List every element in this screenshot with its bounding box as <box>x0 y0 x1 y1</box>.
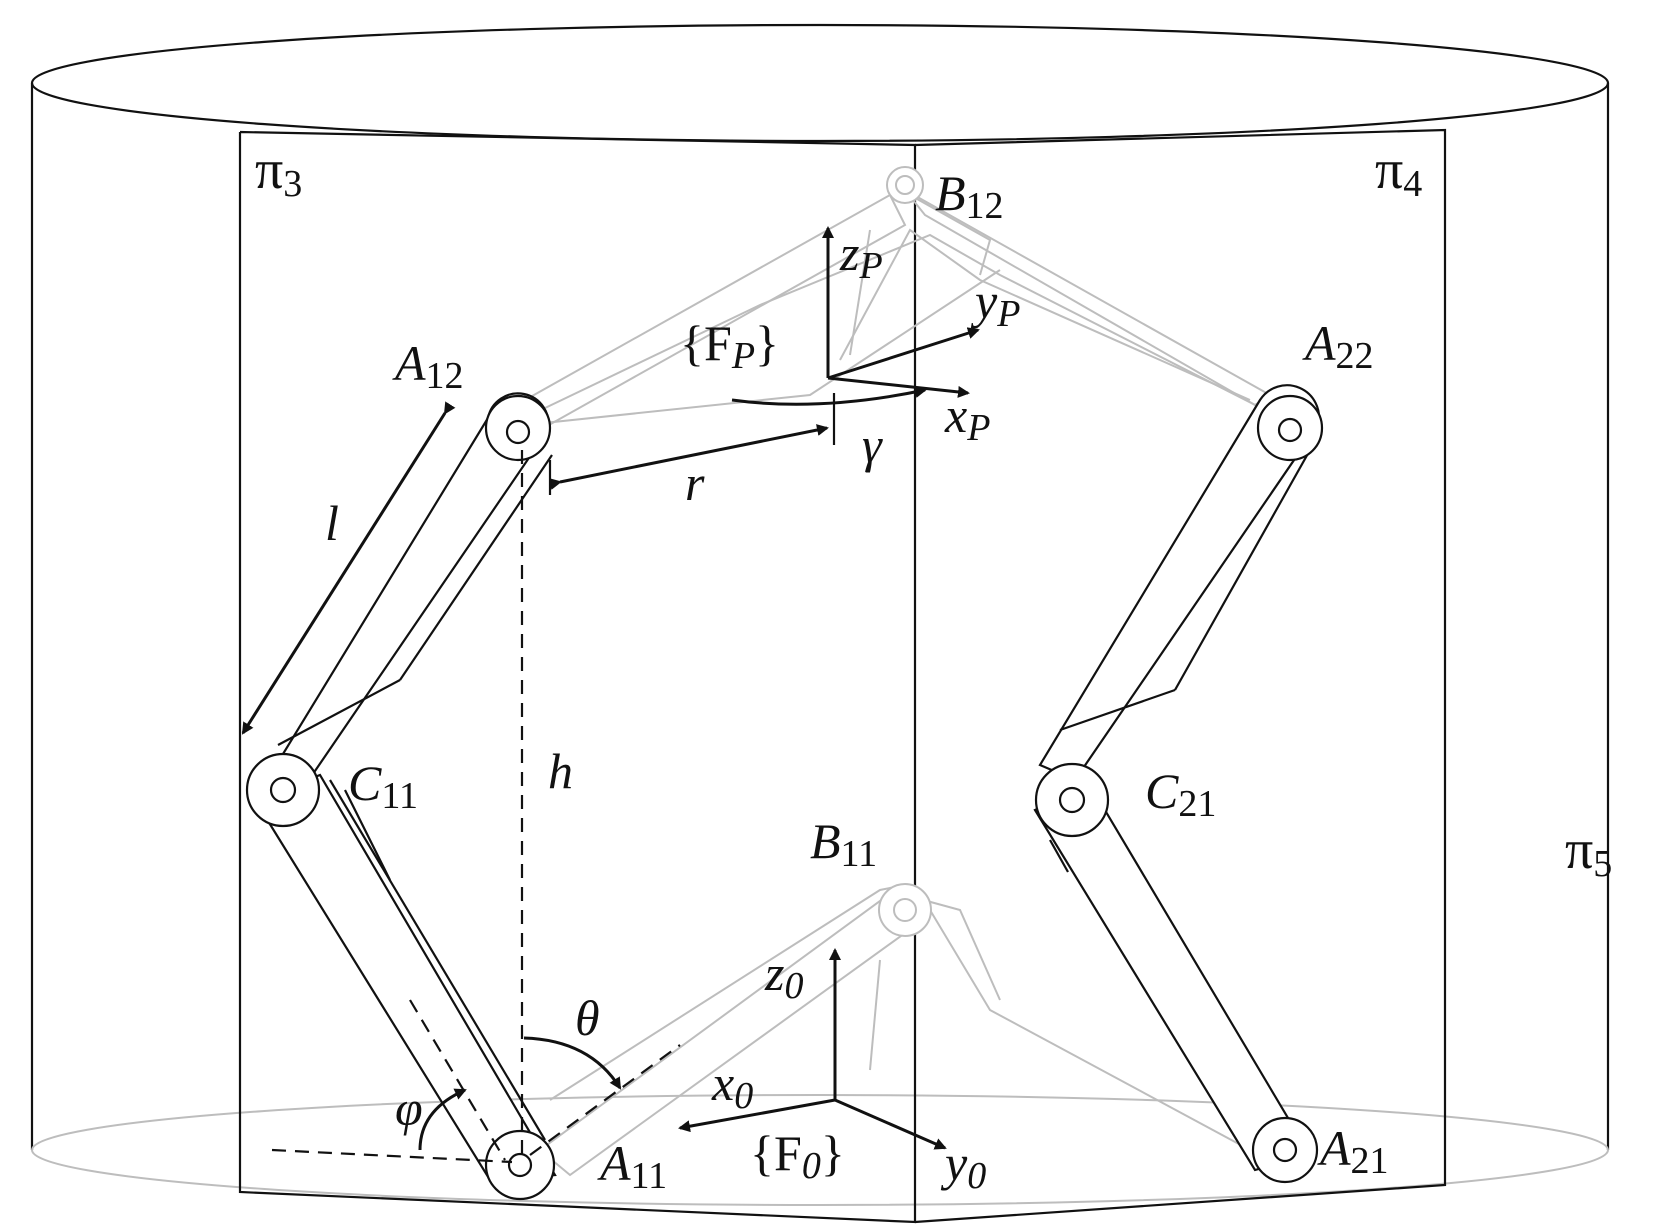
A12-pin <box>484 394 552 462</box>
right-lower-arm-edge <box>1049 839 1069 873</box>
label-y0: y0 <box>940 1135 986 1197</box>
C11-pin-hole <box>269 776 297 804</box>
label-A22: A22 <box>1302 315 1374 377</box>
label-B12: B12 <box>935 165 1004 227</box>
label-r: r <box>685 455 705 511</box>
x0-axis <box>678 1098 836 1133</box>
xP-axis <box>827 376 970 398</box>
label-frame-base: {F0} <box>750 1125 845 1187</box>
right-upper-arm-edge2 <box>1174 449 1311 691</box>
left-lower-arm-slot <box>344 789 391 881</box>
label-pi3: π3 <box>255 139 302 205</box>
ghost-B11-pin <box>878 883 932 937</box>
angle-phi-arc <box>418 1088 467 1151</box>
angle-gamma-arc <box>731 386 927 406</box>
plane-pi4-outline <box>914 128 1447 1224</box>
A12-pin-hole <box>505 419 531 445</box>
C11-pin <box>245 752 321 828</box>
yP-axis <box>827 327 980 380</box>
A21-pin <box>1251 1116 1319 1184</box>
label-B11: B11 <box>810 813 877 875</box>
label-x0: x0 <box>711 1055 753 1117</box>
cylinder <box>30 23 1610 1206</box>
frame-platform-axes <box>822 226 980 398</box>
right-leg <box>1033 384 1324 1184</box>
dim-theta-dashed <box>529 1044 681 1156</box>
ghost-B11-pin-hole <box>893 898 917 922</box>
label-theta: θ <box>575 990 600 1046</box>
cylinder-bottom-ellipse-front <box>31 1149 1609 1206</box>
ghost-platform-a <box>519 233 1266 421</box>
right-lower-arm <box>1033 783 1312 1172</box>
planes <box>238 128 1447 1224</box>
ghost-platform-c <box>839 228 1251 401</box>
label-pi5: π5 <box>1565 819 1612 885</box>
C21-pin <box>1034 762 1110 838</box>
label-C21: C21 <box>1145 763 1216 825</box>
dim-phi-dashed-slant <box>409 999 506 1161</box>
cylinder-top-ellipse <box>30 23 1610 143</box>
label-C11: C11 <box>348 755 418 817</box>
label-pi4: π4 <box>1375 139 1422 205</box>
ghost-upper-tri <box>909 194 992 276</box>
cylinder-bottom-ellipse-back <box>31 1094 1609 1151</box>
ghost-upper-link <box>849 229 871 356</box>
label-A21: A21 <box>1317 1120 1389 1182</box>
ghost-lower-link <box>869 959 881 1071</box>
A11-pin <box>484 1129 556 1201</box>
dim-r-arrow <box>549 424 829 490</box>
label-zP: zP <box>839 225 883 287</box>
ghost-B12-pin-hole <box>895 175 915 195</box>
label-gamma: γ <box>862 417 883 473</box>
ghost-platform-b <box>524 269 1001 426</box>
C21-pin-hole <box>1058 786 1086 814</box>
ghost-base-a <box>929 909 1251 1151</box>
label-xP: xP <box>944 387 990 449</box>
A11-pin-hole <box>507 1152 533 1178</box>
ghost-B12-pin <box>886 166 924 204</box>
ghost-upper-structure <box>519 166 1272 432</box>
y0-axis <box>834 1098 947 1150</box>
label-A12: A12 <box>392 335 464 397</box>
label-h: h <box>548 743 573 799</box>
left-lower-arm-edge <box>329 779 546 1141</box>
label-frame-platform: {FP} <box>680 315 779 377</box>
label-l: l <box>325 495 339 551</box>
dim-phi-dashed-horizontal <box>271 1148 513 1164</box>
A22-pin-hole <box>1277 417 1303 443</box>
ghost-lower-structure <box>538 883 1251 1177</box>
A21-pin-hole <box>1272 1137 1298 1163</box>
dimensions <box>241 386 927 1164</box>
A22-pin <box>1256 394 1324 462</box>
right-upper-arm-edge <box>1059 688 1176 732</box>
frame-base-axes <box>678 948 947 1150</box>
dim-l-arrow <box>241 401 456 735</box>
label-A11: A11 <box>597 1135 667 1197</box>
angle-theta-arc <box>523 1036 622 1090</box>
label-phi: φ <box>395 1080 423 1136</box>
label-z0: z0 <box>764 945 803 1007</box>
label-yP: yP <box>970 273 1020 335</box>
